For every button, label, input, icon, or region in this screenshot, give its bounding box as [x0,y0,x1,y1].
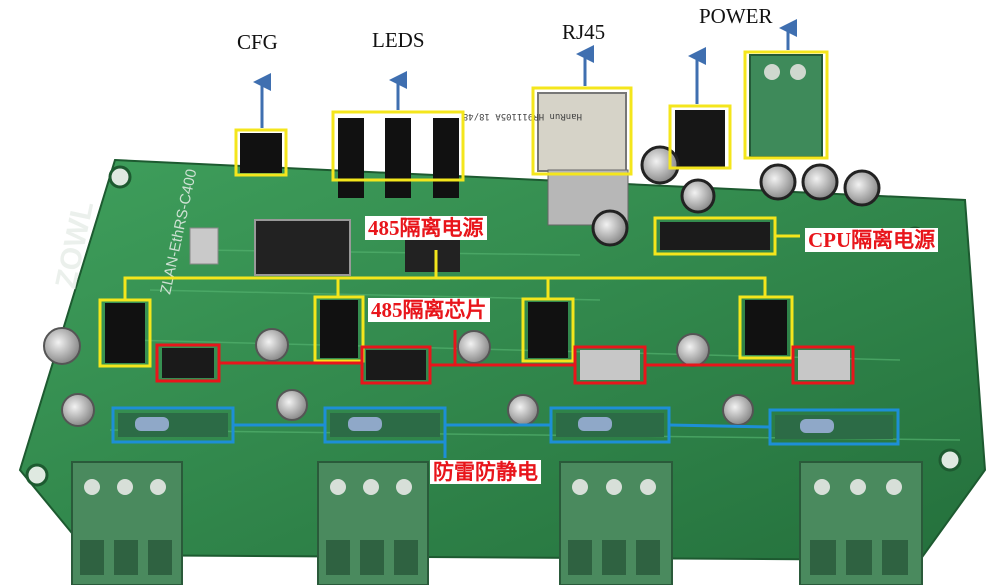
label-power: POWER [699,4,773,28]
capacitors [43,145,881,427]
barrel-jack-box [668,104,732,170]
isolation-chips [162,348,850,380]
leds-box [331,110,465,182]
red-annotations [155,330,855,385]
terminal-block-3 [559,461,673,585]
blue-annotations [111,406,900,458]
power-terminal-block [749,54,823,158]
svg-text:HanRun HR911105A 18/48: HanRun HR911105A 18/48 [463,111,582,121]
yellow-annotations [98,50,829,368]
led-headers [338,118,459,198]
terminal-block-1 [71,461,183,585]
label-leds: LEDS [372,28,425,52]
terminal-block-2 [317,461,429,585]
label-cpu-isolated-power: CPU隔离电源 [805,228,939,252]
label-surge-esd: 防雷防静电 [430,460,541,484]
surge-components [118,413,893,439]
rj45-box [531,86,633,176]
rs485-terminal-blocks [71,461,923,585]
label-rj45: RJ45 [562,20,606,44]
power-jack-barrel [675,110,725,168]
power-terminal-box [743,50,829,160]
cfg-header [240,133,282,173]
label-485-isolated-power: 485隔离电源 [365,216,487,240]
isolated-power-modules [105,222,787,363]
cfg-box [234,128,288,177]
label-485-isolation-chip: 485隔离芯片 [368,298,490,322]
terminal-block-4 [799,461,923,585]
label-arrows [253,19,797,128]
label-cfg: CFG [237,30,278,54]
